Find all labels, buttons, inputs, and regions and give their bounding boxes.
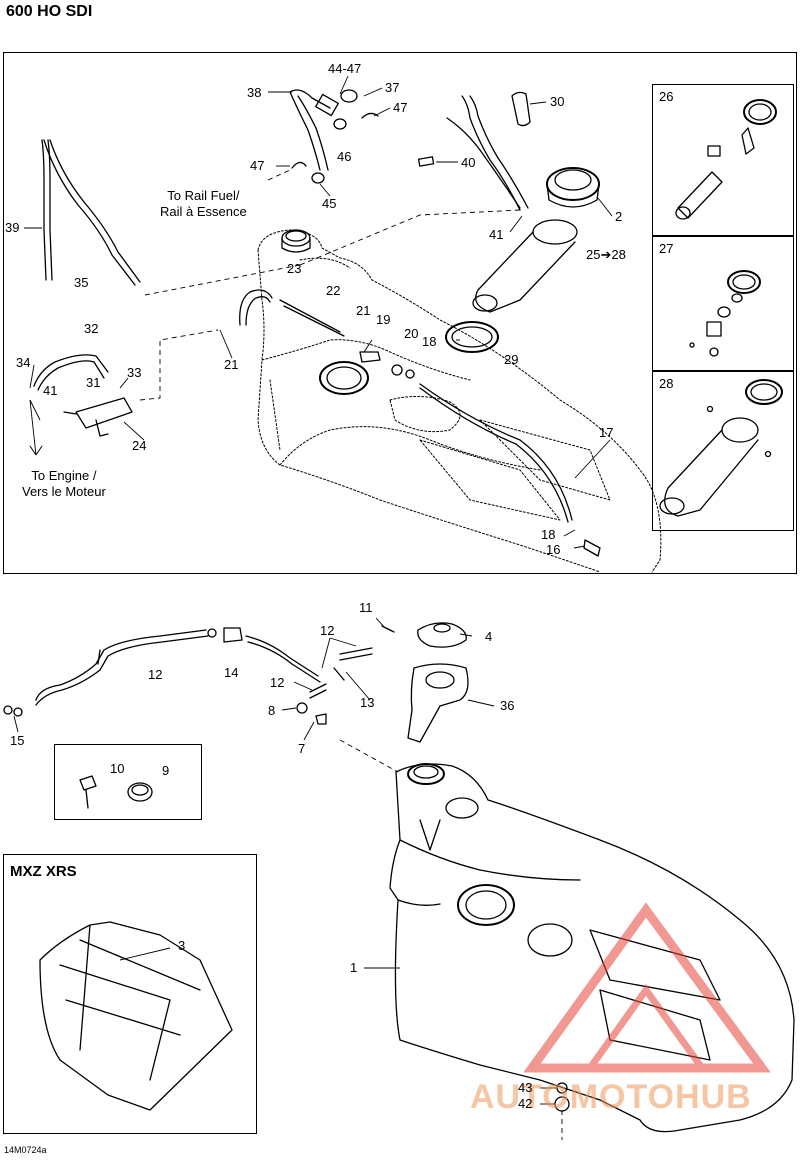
callout: 21 [224, 357, 239, 372]
callout: 18 [541, 527, 556, 542]
callout: 12 [320, 623, 335, 638]
callout: 41 [489, 227, 504, 242]
note-line: Vers le Moteur [22, 484, 106, 499]
callout: 47 [393, 100, 408, 115]
mxz-xrs-inset: MXZ XRS [3, 854, 257, 1134]
callout: 34 [16, 355, 31, 370]
callout: 18 [422, 334, 437, 349]
hardware-box [54, 744, 202, 820]
callout: 21 [356, 303, 371, 318]
detail-number: 27 [659, 241, 674, 256]
callout: 17 [599, 425, 614, 440]
callout: 25➔28 [586, 247, 626, 262]
callout: 9 [162, 763, 170, 778]
callout: 4 [485, 629, 493, 644]
callout: 20 [404, 326, 419, 341]
callout: 3 [178, 938, 186, 953]
callout: 13 [360, 695, 375, 710]
callout: 15 [10, 733, 25, 748]
callout: 35 [74, 275, 89, 290]
callout: 30 [550, 94, 565, 109]
top-diagram-panel [3, 52, 797, 574]
detail-number: 28 [659, 376, 674, 391]
callout: 41 [43, 383, 58, 398]
callout: 11 [359, 600, 373, 615]
figure-code: 14M0724a [4, 1145, 47, 1155]
callout: 19 [376, 312, 391, 327]
callout: 7 [298, 741, 306, 756]
callout: 22 [326, 283, 341, 298]
callout: 24 [132, 438, 147, 453]
callout: 39 [5, 220, 20, 235]
callout: 44-47 [328, 61, 362, 76]
note-line: To Engine / [31, 468, 97, 483]
watermark-text: AUTOMOTOHUB [470, 1078, 752, 1116]
callout: 43 [518, 1080, 533, 1095]
callout: 2 [615, 209, 623, 224]
callout: 45 [322, 196, 337, 211]
detail-number: 26 [659, 89, 674, 104]
callout: 12 [148, 667, 163, 682]
callout: 1 [350, 960, 358, 975]
detail-panel-28: 28 [652, 371, 794, 531]
callout: 33 [127, 365, 142, 380]
note-engine: To Engine / Vers le Moteur [22, 468, 106, 500]
callout: 40 [461, 155, 476, 170]
callout: 47 [250, 158, 265, 173]
callout: 46 [337, 149, 352, 164]
callout: 23 [287, 261, 302, 276]
callout: 36 [500, 698, 515, 713]
callout: 14 [224, 665, 239, 680]
callout: 31 [86, 375, 101, 390]
note-rail-fuel: To Rail Fuel/ Rail à Essence [160, 188, 247, 220]
callout: 38 [247, 85, 262, 100]
callout: 16 [546, 542, 561, 557]
page-title: 600 HO SDI [6, 3, 93, 20]
callout: 42 [518, 1096, 533, 1111]
callout: 8 [268, 703, 276, 718]
note-line: Rail à Essence [160, 204, 247, 219]
callout: 10 [110, 761, 125, 776]
fuel-tank-top [257, 229, 662, 573]
note-line: To Rail Fuel/ [167, 188, 240, 203]
watermark-logo [523, 902, 771, 1073]
callout: 12 [270, 675, 285, 690]
detail-panel-27: 27 [652, 236, 794, 371]
callout: 29 [504, 352, 519, 367]
callout: 32 [84, 321, 99, 336]
callout: 37 [385, 80, 400, 95]
detail-panel-26: 26 [652, 84, 794, 236]
inset-title: MXZ XRS [10, 863, 77, 880]
